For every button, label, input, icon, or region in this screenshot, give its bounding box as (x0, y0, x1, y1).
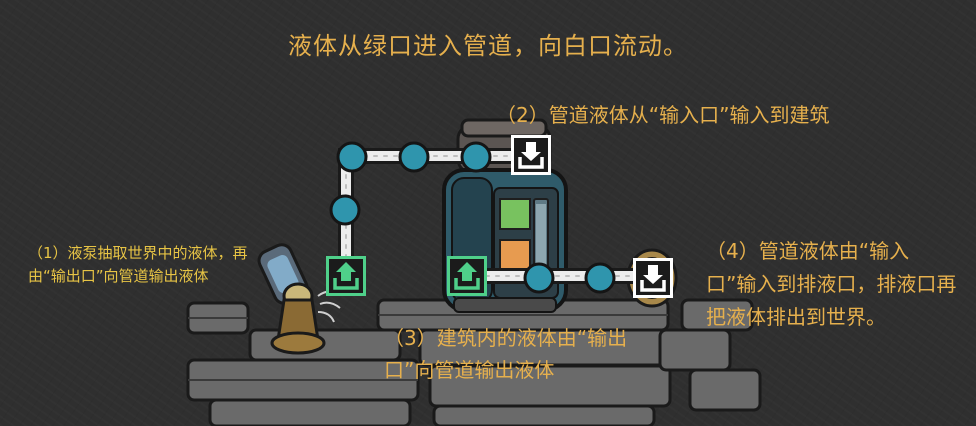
caption-step-2: （2）管道液体从“输入口”输入到建筑 (496, 103, 830, 127)
building-output-port-icon (447, 256, 487, 296)
pipe-nodes (329, 141, 616, 294)
building-input-port-icon (511, 135, 551, 175)
caption-step-1: （1）液泵抽取世界中的液体，再由“输出口”向管道输出液体 (28, 244, 248, 286)
pump-output-port-icon (326, 256, 366, 296)
page-title: 液体从绿口进入管道，向白口流动。 (288, 32, 688, 60)
caption-step-3: （3）建筑内的液体由“输出口”向管道输出液体 (384, 326, 628, 382)
liquid-pump (257, 243, 341, 355)
vent-input-port-icon (633, 258, 673, 298)
building (442, 118, 568, 313)
caption-step-4: （4）管道液体由“输入口”输入到排液口，排液口再把液体排出到世界。 (706, 239, 957, 329)
